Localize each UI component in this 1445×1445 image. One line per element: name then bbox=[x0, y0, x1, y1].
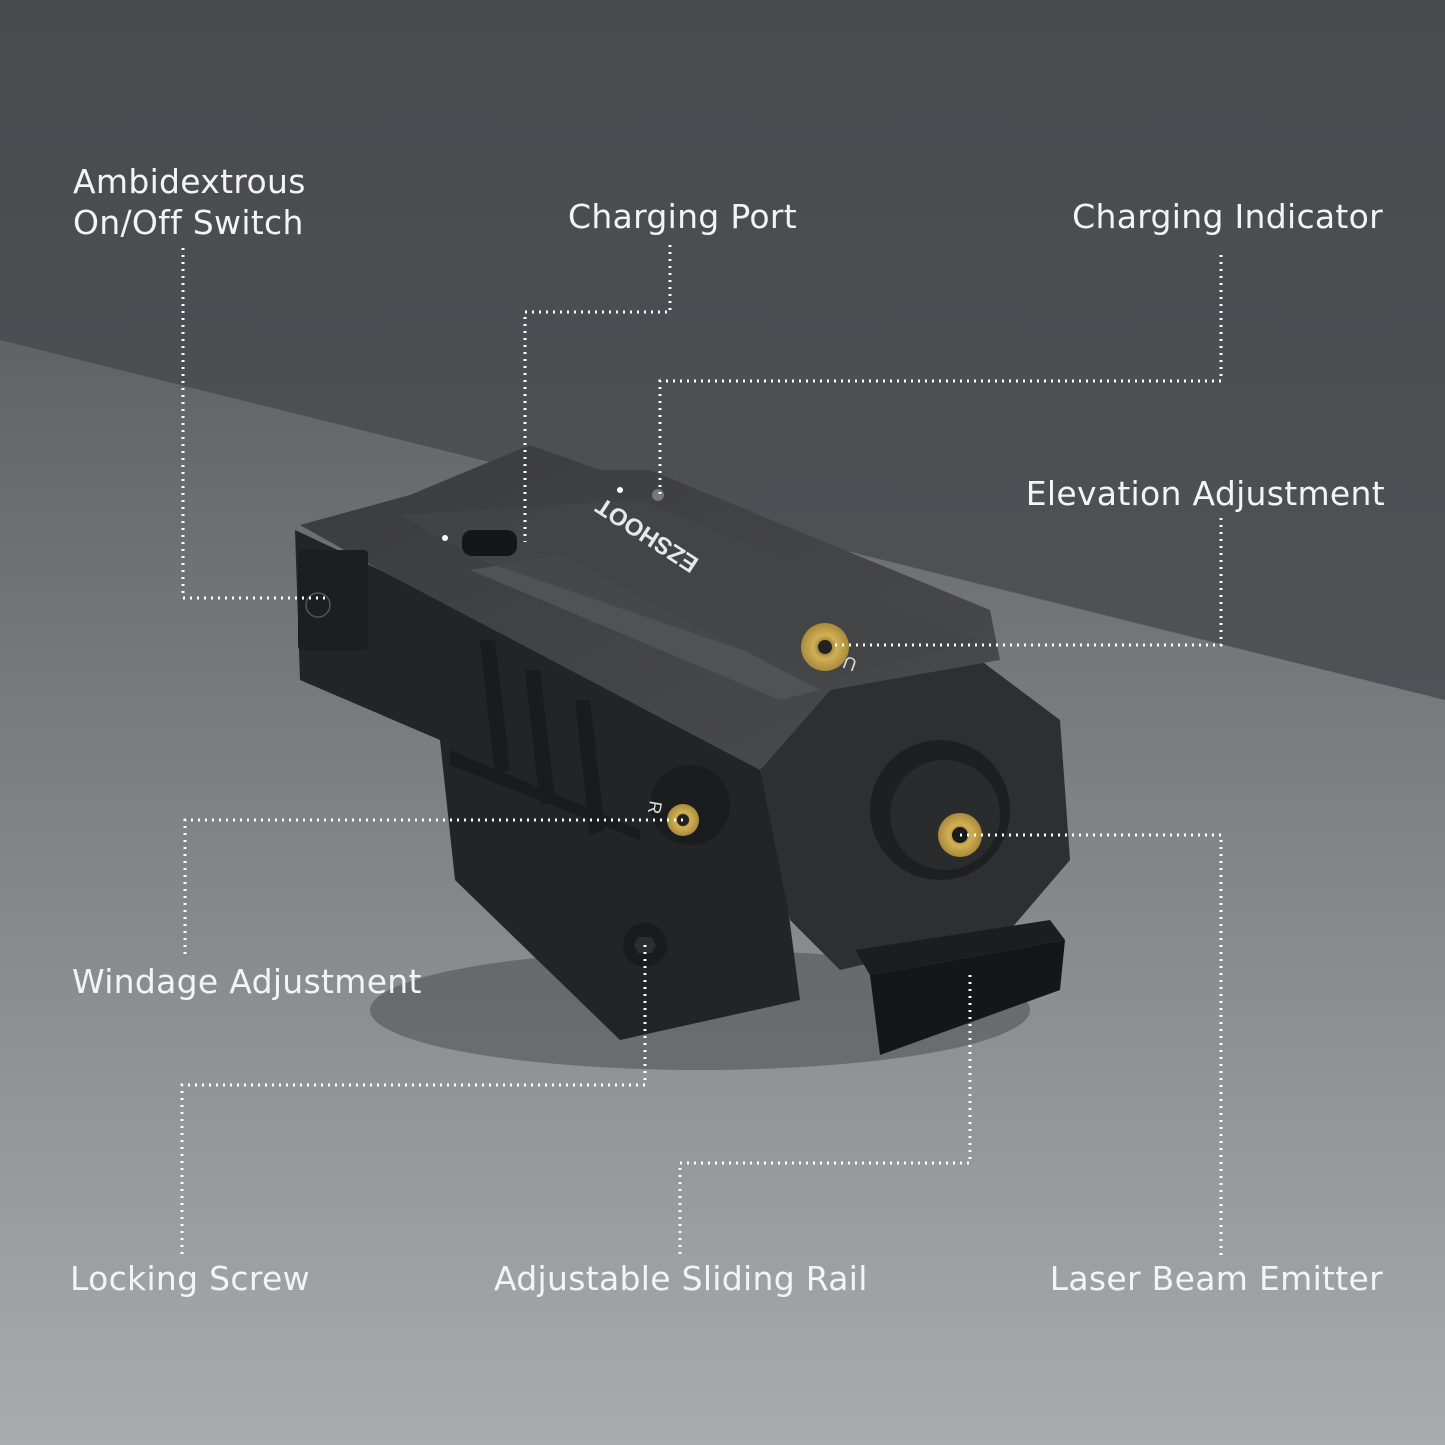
label-sliding-rail: Adjustable Sliding Rail bbox=[494, 1259, 868, 1298]
label-laser-emitter: Laser Beam Emitter bbox=[1049, 1259, 1383, 1298]
sliding-rail bbox=[855, 920, 1065, 975]
leader-lines bbox=[180, 245, 1223, 1255]
leader-line-locking-screw bbox=[180, 945, 647, 1255]
charging-port bbox=[462, 530, 517, 556]
label-elevation-adjustment: Elevation Adjustment bbox=[1025, 474, 1385, 513]
label-line-1: Ambidextrous bbox=[73, 162, 306, 201]
label-windage-adjustment: Windage Adjustment bbox=[72, 962, 422, 1001]
elevation-mark: U bbox=[840, 652, 859, 675]
leader-line-windage bbox=[183, 818, 683, 958]
leader-line-switch bbox=[181, 248, 330, 600]
label-charging-port: Charging Port bbox=[568, 197, 797, 236]
label-line-2: On/Off Switch bbox=[73, 203, 304, 242]
leader-line-charging-indicator bbox=[658, 255, 1223, 495]
leader-line-elevation bbox=[830, 518, 1223, 647]
leader-line-laser-emitter bbox=[960, 833, 1223, 1255]
charging-indicator-led bbox=[652, 489, 664, 501]
laser-sight-device: EZSHOOT U R bbox=[295, 445, 1070, 1070]
on-off-switch bbox=[298, 550, 368, 650]
label-ambidextrous-switch: Ambidextrous On/Off Switch bbox=[73, 161, 306, 243]
label-charging-indicator: Charging Indicator bbox=[1072, 197, 1383, 236]
windage-mark: R bbox=[644, 799, 666, 815]
label-locking-screw: Locking Screw bbox=[70, 1259, 310, 1298]
